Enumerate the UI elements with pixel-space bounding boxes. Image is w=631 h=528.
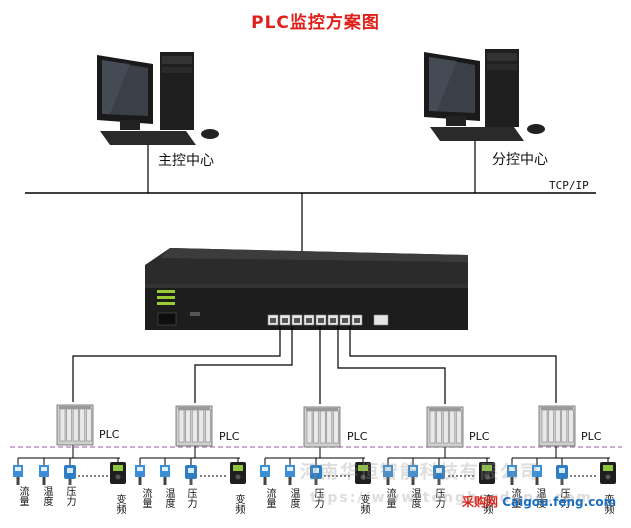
vfd-device <box>355 462 371 484</box>
plc-label-5: PLC <box>581 430 602 443</box>
device-label-vfd: 变频 <box>481 494 492 514</box>
meter-device <box>532 465 542 485</box>
device-label-temp: 温度 <box>288 488 299 508</box>
device-label-vfd: 变频 <box>602 494 613 514</box>
pressure-gauge <box>556 465 568 485</box>
pressure-gauge <box>64 465 76 485</box>
pressure-gauge <box>185 465 197 485</box>
device-label-pressure: 压力 <box>312 488 323 508</box>
device-label-temp: 温度 <box>534 488 545 508</box>
device-label-flow: 流量 <box>264 488 275 508</box>
device-label-pressure: 压力 <box>185 488 196 508</box>
pressure-gauge <box>433 465 445 485</box>
plc-label-3: PLC <box>347 430 368 443</box>
meter-device <box>383 465 393 485</box>
switch-port <box>267 314 279 326</box>
uplink-port <box>373 314 389 326</box>
switch-port <box>315 314 327 326</box>
watermark-logo-url: Caigou.feng.com <box>502 495 617 509</box>
plc-unit <box>303 406 341 448</box>
plc-label-2: PLC <box>219 430 240 443</box>
device-label-flow: 流量 <box>140 488 151 508</box>
device-label-flow: 流量 <box>17 486 28 506</box>
meter-device <box>13 465 23 485</box>
computer-branch <box>424 49 545 141</box>
computer-main-label: 主控中心 <box>158 153 214 169</box>
switch-port <box>279 314 291 326</box>
plc-unit <box>56 404 94 446</box>
meter-device <box>39 465 49 485</box>
switch-port <box>303 314 315 326</box>
watermark-url: ttps://www.tenghordong.com <box>310 490 593 506</box>
meter-device <box>135 465 145 485</box>
device-label-flow: 流量 <box>509 488 520 508</box>
diagram-title: PLC监控方案图 <box>251 13 380 33</box>
downlinks <box>72 326 557 404</box>
meter-device <box>285 465 295 485</box>
switch-port <box>351 314 363 326</box>
device-label-vfd: 变频 <box>358 494 369 514</box>
device-label-temp: 温度 <box>163 488 174 508</box>
device-wires <box>17 445 610 465</box>
device-label-pressure: 压力 <box>558 488 569 508</box>
meter-device <box>507 465 517 485</box>
vfd-device <box>230 462 246 484</box>
plc-unit <box>175 405 213 447</box>
vfd-device <box>479 462 495 484</box>
meter-device <box>408 465 418 485</box>
device-label-temp: 温度 <box>41 486 52 506</box>
device-label-vfd: 变频 <box>233 494 244 514</box>
plc-unit <box>538 405 576 447</box>
device-label-vfd: 变频 <box>114 494 125 514</box>
watermark-text: 河南华恒智能科技有限公司 <box>300 462 540 483</box>
switch-port <box>327 314 339 326</box>
device-label-temp: 温度 <box>409 488 420 508</box>
plc-label-1: PLC <box>99 428 120 441</box>
switch-port <box>291 314 303 326</box>
network-switch <box>145 248 468 330</box>
device-label-pressure: 压力 <box>433 488 444 508</box>
computer-main <box>97 52 219 145</box>
device-label-pressure: 压力 <box>64 486 75 506</box>
meter-device <box>160 465 170 485</box>
meter-device <box>260 465 270 485</box>
pressure-gauge <box>310 465 322 485</box>
watermark-logo-name: 采购网 <box>462 495 499 509</box>
device-label-flow: 流量 <box>384 488 395 508</box>
computer-branch-label: 分控中心 <box>492 152 548 168</box>
network-label: TCP/IP <box>549 179 589 192</box>
plc-unit <box>426 406 464 448</box>
watermark-logo: 采购网 Caigou.feng.com <box>462 493 616 510</box>
plc-label-4: PLC <box>469 430 490 443</box>
switch-port <box>339 314 351 326</box>
vfd-device <box>110 462 126 484</box>
vfd-device <box>600 462 616 484</box>
